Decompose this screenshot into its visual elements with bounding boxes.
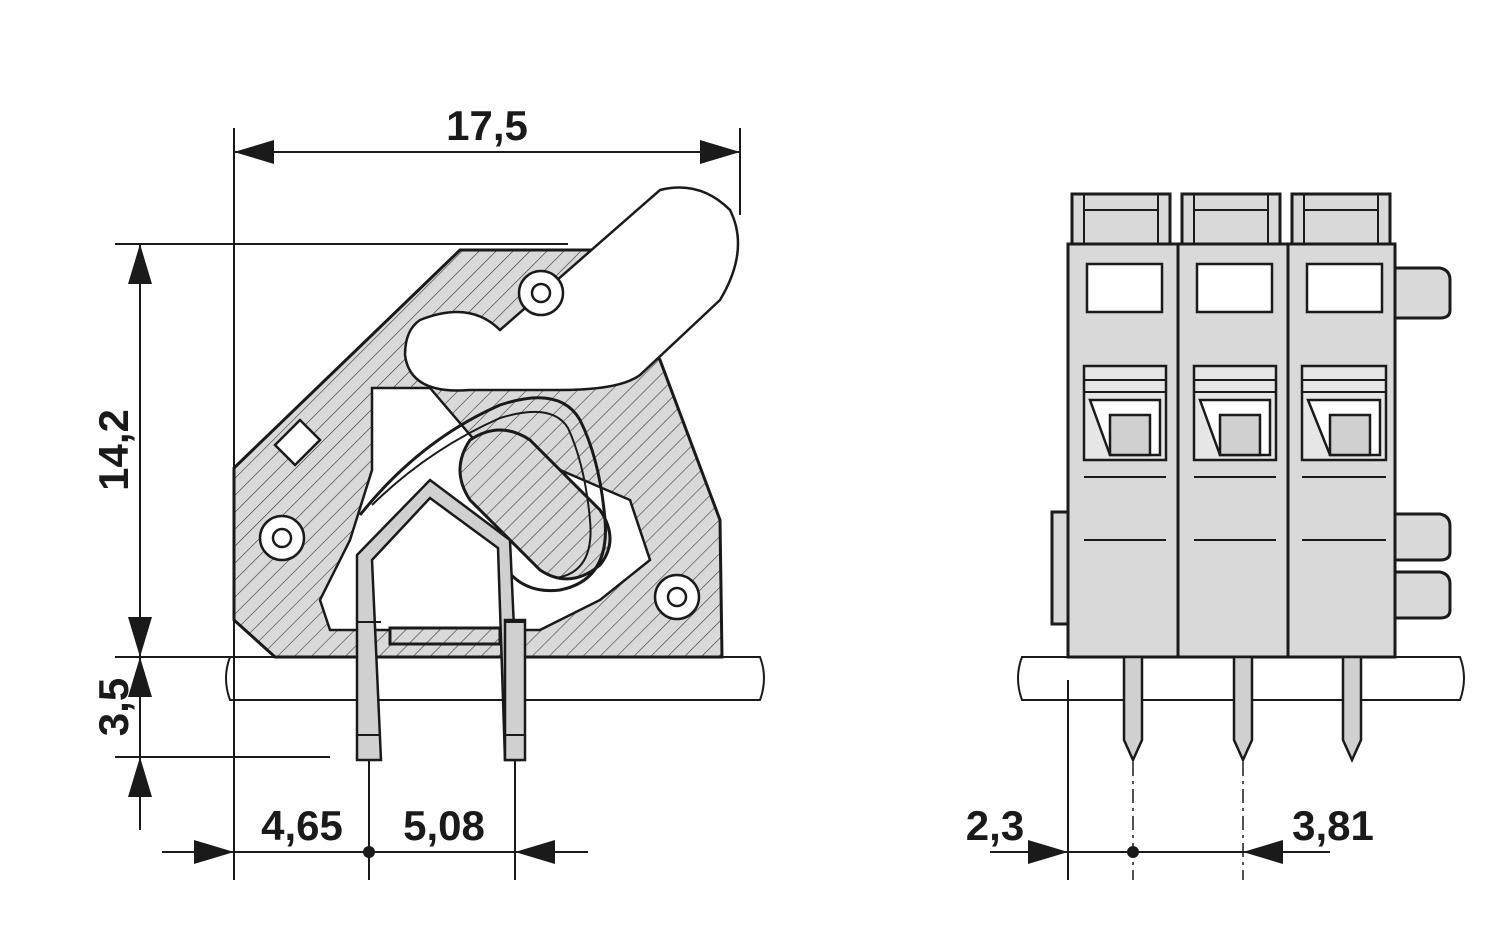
dim-front-arrow-right xyxy=(1243,840,1283,864)
dim-pin-length-arrow-top xyxy=(128,657,152,697)
dim-edge-offset-label: 2,3 xyxy=(966,802,1024,849)
latch-right-mid xyxy=(1393,512,1452,562)
dim-height-arrow-bottom xyxy=(128,617,152,657)
pcb-front xyxy=(1017,656,1465,701)
dim-pin-pitch-side-label: 5,08 xyxy=(403,802,485,849)
dim-bottom-arrow-left xyxy=(194,840,234,864)
latch-right-top xyxy=(1393,266,1452,320)
pole-1 xyxy=(1066,192,1180,764)
pin-right-leg xyxy=(503,618,527,762)
front-view: 2,3 3,81 xyxy=(966,192,1465,880)
base-strip xyxy=(388,626,502,646)
dim-width-arrow-right xyxy=(700,140,740,164)
pole-2 xyxy=(1176,192,1290,764)
spring-inner xyxy=(371,411,592,579)
lever xyxy=(403,186,740,392)
dim-height-label: 14,2 xyxy=(90,409,137,491)
dim-height-arrow-top xyxy=(128,244,152,284)
dim-pin-pitch-front-label: 3,81 xyxy=(1292,802,1374,849)
spring xyxy=(358,396,607,593)
dim-front-dot xyxy=(1127,846,1139,858)
mount-hole-right xyxy=(653,573,701,621)
dim-width-label: 17,5 xyxy=(446,102,528,149)
pole-3 xyxy=(1286,192,1397,764)
dim-pin-length-label: 3,5 xyxy=(90,678,137,736)
dim-front-arrow-left xyxy=(1028,840,1068,864)
mount-hole-left xyxy=(258,514,306,562)
mount-hole-top xyxy=(517,269,565,317)
latch-right-bottom xyxy=(1393,570,1452,620)
dim-bottom-dot xyxy=(363,846,375,858)
side-view: 17,5 14,2 3,5 4,65 5,08 xyxy=(90,102,765,880)
dim-first-pin-label: 4,65 xyxy=(261,802,343,849)
dim-pin-length-arrow-bottom xyxy=(128,757,152,797)
pcb-side xyxy=(225,656,765,701)
dim-bottom-arrow-right xyxy=(515,840,555,864)
latch-left xyxy=(1050,510,1070,626)
side-slot xyxy=(273,418,322,467)
dim-width-arrow-left xyxy=(234,140,274,164)
pin-left xyxy=(355,478,522,762)
clamp-slot xyxy=(458,428,612,581)
